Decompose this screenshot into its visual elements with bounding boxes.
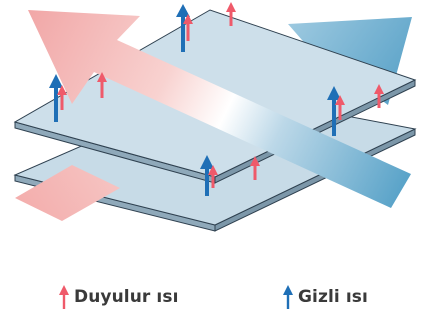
legend-latent-heat: Gizli ısı — [283, 283, 368, 311]
sensible-heat-arrow — [57, 85, 67, 110]
sensible-heat-arrow — [250, 156, 260, 180]
blue-up-arrow-icon — [283, 285, 293, 309]
sensible-heat-arrow — [374, 84, 384, 108]
latent-heat-label: Gizli ısı — [298, 287, 368, 307]
sensible-heat-arrow — [97, 72, 107, 98]
red-up-arrow-icon — [59, 285, 69, 309]
warm-airflow-tail — [15, 165, 120, 221]
latent-heat-arrow — [200, 155, 214, 196]
latent-heat-arrow — [327, 86, 341, 136]
legend-sensible-heat: Duyulur ısı — [59, 283, 179, 311]
latent-heat-arrow — [49, 74, 63, 122]
sensible-heat-arrow — [335, 95, 345, 120]
sensible-heat-label: Duyulur ısı — [74, 287, 179, 307]
sensible-heat-arrow — [183, 14, 193, 41]
latent-heat-arrow — [176, 4, 190, 52]
main-airflow-arrow — [28, 10, 411, 208]
sensible-heat-arrow — [226, 2, 236, 26]
sensible-heat-arrow — [208, 165, 218, 188]
heat-arrows — [49, 2, 384, 196]
